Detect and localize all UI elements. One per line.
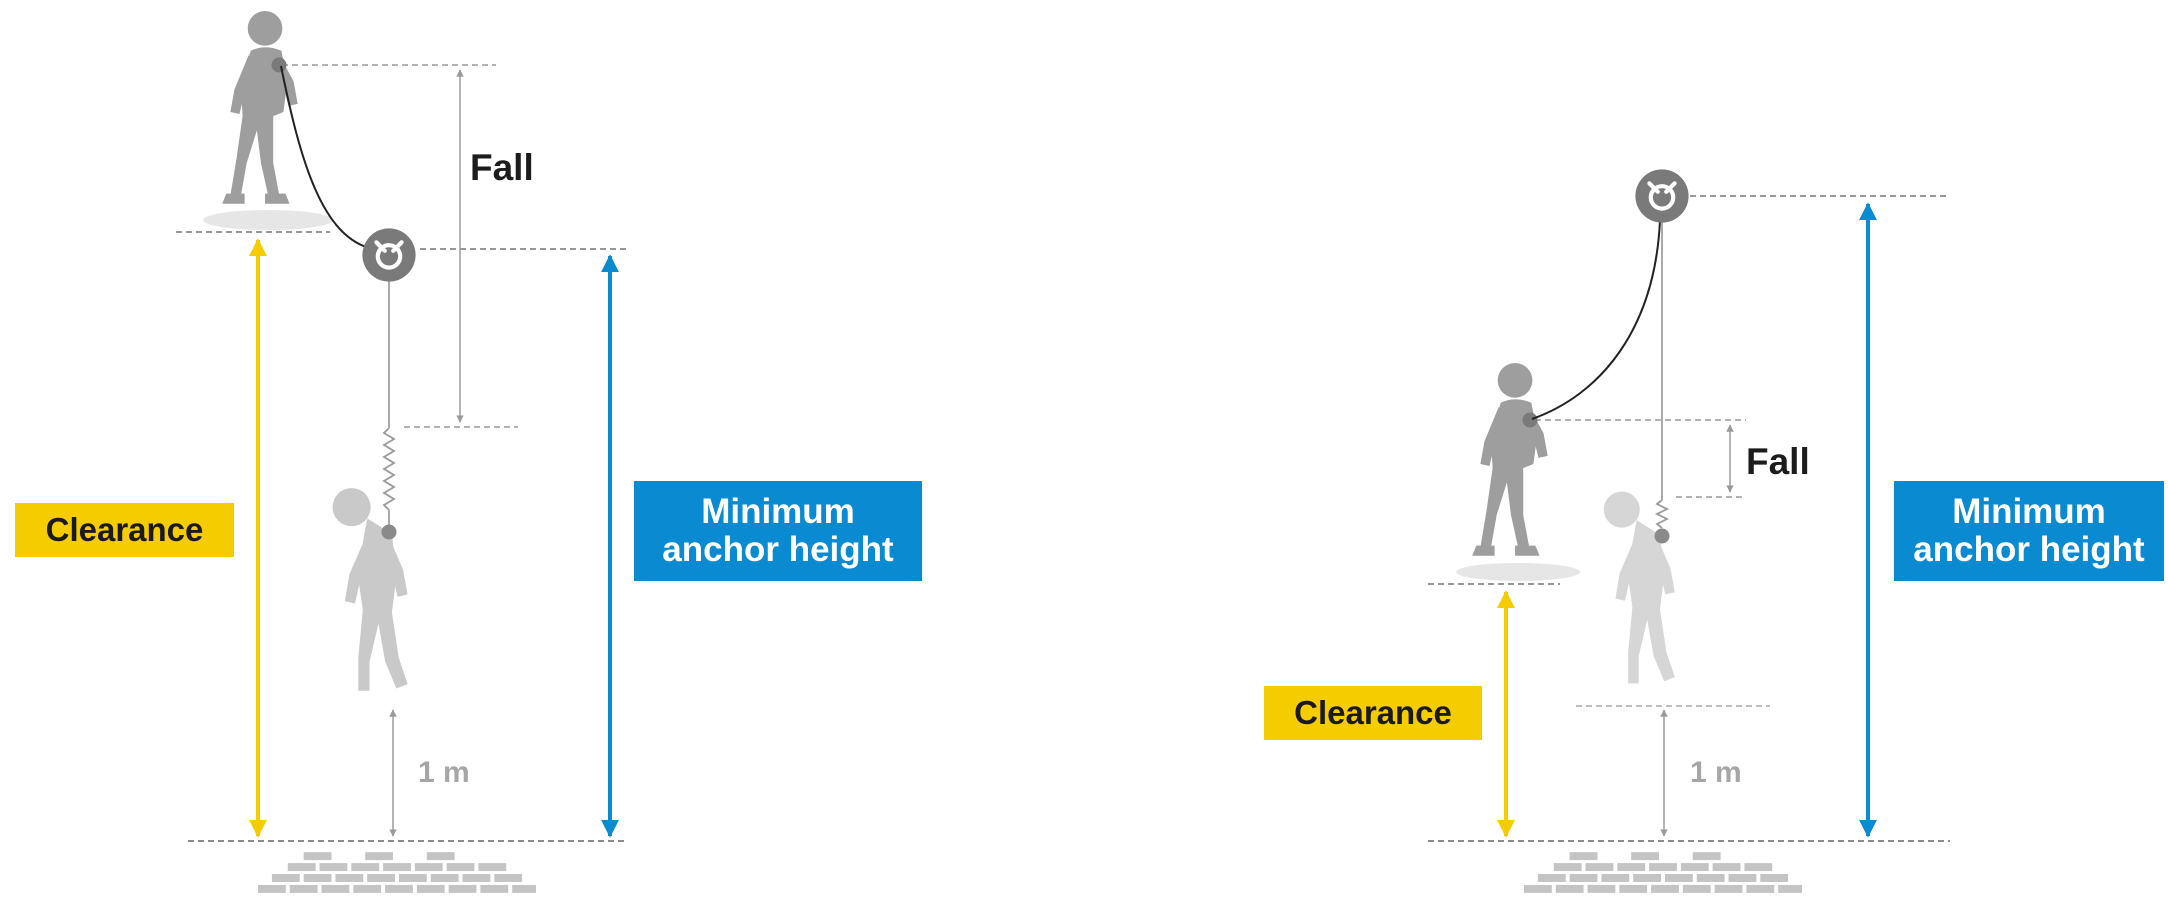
anchor-height-label-line2-right: anchor height bbox=[1913, 530, 2145, 569]
right-panel bbox=[1428, 169, 1950, 893]
shock-absorber-icon-right bbox=[1654, 499, 1670, 529]
anchor-height-label-right: Minimum anchor height bbox=[1894, 481, 2164, 581]
platform-shadow-left bbox=[203, 210, 333, 230]
lanyard-right bbox=[1531, 219, 1661, 420]
attachment-point-hanging-left bbox=[381, 524, 397, 540]
fall-label-right: Fall bbox=[1746, 441, 1810, 482]
one-meter-label-right: 1 m bbox=[1690, 756, 1742, 789]
left-panel bbox=[176, 11, 628, 893]
ground-bricks-icon-right bbox=[1524, 852, 1802, 893]
person-standing-icon bbox=[1472, 363, 1548, 556]
ground-bricks-icon bbox=[258, 852, 536, 893]
attachment-point-right bbox=[1522, 412, 1538, 428]
anchor-height-label-line1: Minimum bbox=[701, 491, 855, 531]
anchor-device-icon bbox=[1635, 169, 1688, 222]
one-meter-label-left: 1 m bbox=[418, 756, 470, 789]
person-hanging-icon bbox=[332, 488, 408, 691]
fall-label-left: Fall bbox=[470, 147, 534, 188]
person-standing-icon bbox=[222, 11, 298, 204]
anchor-device-icon bbox=[362, 228, 415, 281]
anchor-height-label-line2: anchor height bbox=[662, 530, 894, 569]
anchor-height-label-left: Minimum anchor height bbox=[634, 481, 922, 581]
lanyard-left bbox=[280, 65, 374, 250]
shock-absorber-icon bbox=[382, 427, 396, 511]
platform-shadow-right bbox=[1456, 563, 1580, 581]
anchor-height-label-line1-right: Minimum bbox=[1952, 491, 2106, 531]
clearance-label-right: Clearance bbox=[1264, 686, 1482, 740]
attachment-point-left bbox=[271, 57, 287, 73]
clearance-label-left: Clearance bbox=[15, 503, 234, 557]
attachment-point-hanging-right bbox=[1654, 528, 1670, 544]
